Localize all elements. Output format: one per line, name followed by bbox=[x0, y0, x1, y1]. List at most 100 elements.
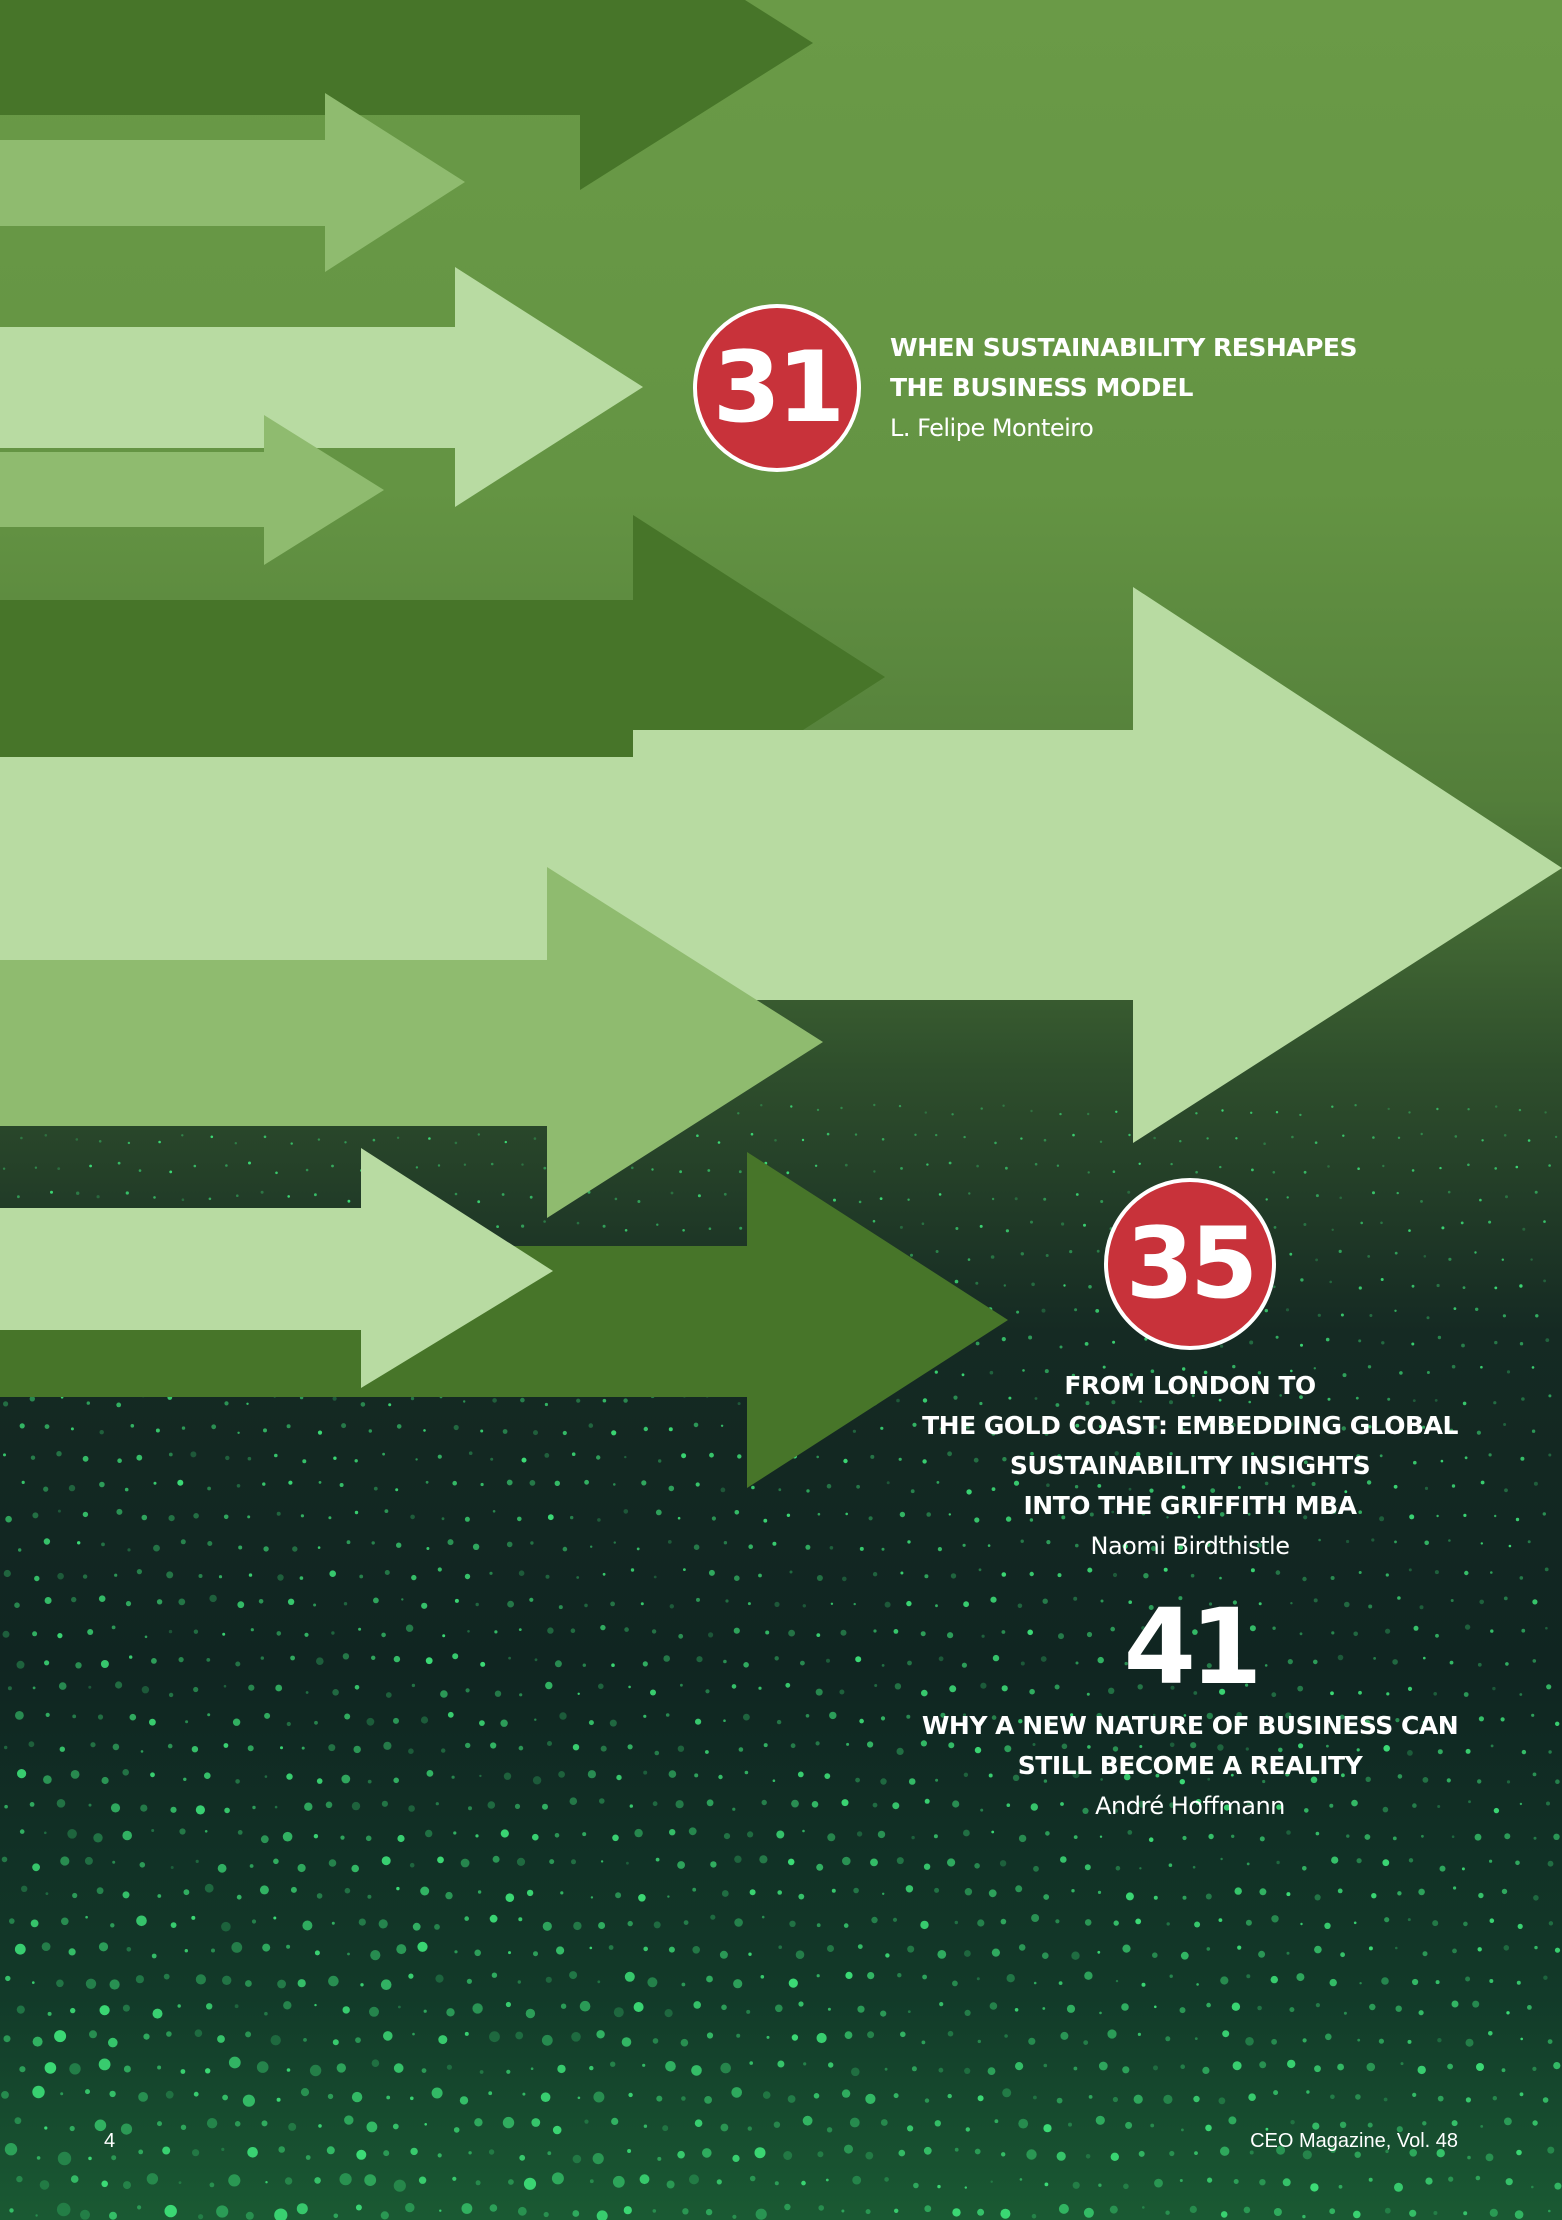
pattern-dot bbox=[1395, 1946, 1398, 1950]
pattern-dot bbox=[963, 1135, 966, 1139]
pattern-dot bbox=[934, 2120, 941, 2127]
contents-entry[interactable]: WHEN SUSTAINABILITY RESHAPES THE BUSINES… bbox=[890, 328, 1360, 448]
pattern-dot bbox=[299, 1576, 304, 1580]
pattern-dot bbox=[44, 2126, 48, 2130]
pattern-dot bbox=[1383, 2097, 1388, 2102]
pattern-dot bbox=[816, 1575, 823, 1581]
pattern-dot bbox=[602, 1572, 606, 1576]
pattern-dot bbox=[1265, 1198, 1268, 1201]
pattern-dot bbox=[1378, 2038, 1384, 2044]
pattern-dot bbox=[776, 1830, 785, 1839]
pattern-dot bbox=[1122, 1543, 1128, 1549]
pattern-dot bbox=[251, 1919, 257, 1924]
pattern-dot bbox=[1237, 1486, 1241, 1489]
pattern-dot bbox=[47, 2011, 52, 2016]
pattern-dot bbox=[368, 1429, 372, 1433]
pattern-dot bbox=[1045, 1831, 1050, 1836]
pattern-dot bbox=[1330, 1691, 1334, 1696]
pattern-dot bbox=[1330, 2147, 1336, 2153]
pattern-dot bbox=[1020, 1539, 1024, 1543]
pattern-dot bbox=[738, 1747, 744, 1752]
pattern-dot bbox=[1420, 1132, 1423, 1136]
pattern-dot bbox=[954, 1279, 959, 1284]
pattern-dot bbox=[1519, 1284, 1523, 1288]
pattern-dot bbox=[480, 1429, 484, 1433]
pattern-dot bbox=[737, 1402, 741, 1406]
pattern-dot bbox=[988, 1889, 997, 1898]
pattern-dot bbox=[465, 1742, 471, 1749]
pattern-dot bbox=[238, 1545, 243, 1550]
pattern-dot bbox=[817, 1512, 821, 1516]
pattern-dot bbox=[1547, 2039, 1553, 2044]
pattern-dot bbox=[1018, 1944, 1026, 1951]
pattern-dot bbox=[1055, 1403, 1060, 1407]
pattern-dot bbox=[245, 2031, 252, 2038]
pattern-dot bbox=[138, 2149, 144, 2155]
pattern-dot bbox=[1548, 1453, 1552, 1457]
pattern-dot bbox=[256, 2061, 269, 2073]
pattern-dot bbox=[44, 1424, 50, 1429]
pattern-dot bbox=[396, 1424, 402, 1429]
pattern-dot bbox=[265, 2181, 268, 2184]
pattern-dot bbox=[1044, 2182, 1049, 2187]
pattern-dot bbox=[1437, 1749, 1443, 1755]
pattern-dot bbox=[1150, 1369, 1155, 1373]
pattern-dot bbox=[939, 1427, 943, 1431]
pattern-dot bbox=[602, 1398, 607, 1403]
pattern-dot bbox=[547, 1627, 554, 1634]
pattern-dot bbox=[464, 1516, 470, 1522]
pattern-dot bbox=[610, 2061, 616, 2067]
pattern-dot bbox=[169, 1170, 173, 1174]
pattern-dot bbox=[480, 1661, 486, 1667]
pattern-dot bbox=[1326, 1744, 1329, 1748]
pattern-dot bbox=[1521, 1628, 1526, 1633]
pattern-dot bbox=[1420, 1200, 1423, 1203]
pattern-dot bbox=[14, 1602, 20, 1608]
pattern-dot bbox=[816, 1923, 821, 1928]
pattern-dot bbox=[1451, 1484, 1456, 1488]
pattern-dot bbox=[1179, 1140, 1182, 1143]
pattern-dot bbox=[463, 1163, 467, 1166]
pattern-dot bbox=[1082, 1807, 1089, 1814]
pattern-dot bbox=[1555, 1779, 1560, 1784]
pattern-dot bbox=[967, 1258, 971, 1261]
pattern-dot bbox=[3, 2035, 11, 2043]
pattern-dot bbox=[1503, 1945, 1510, 1951]
pattern-dot bbox=[1192, 1629, 1198, 1635]
pattern-dot bbox=[859, 1718, 864, 1724]
pattern-dot bbox=[69, 2063, 81, 2075]
pattern-dot bbox=[723, 1192, 727, 1196]
pattern-dot bbox=[816, 1455, 819, 1459]
pattern-dot bbox=[1286, 1830, 1291, 1835]
pattern-dot bbox=[98, 1595, 106, 1602]
contents-entry[interactable]: WHY A NEW NATURE OF BUSINESS CAN STILL B… bbox=[890, 1706, 1490, 1826]
pattern-dot bbox=[1014, 1197, 1018, 1201]
pattern-dot bbox=[643, 1714, 647, 1718]
pattern-dot bbox=[898, 2149, 906, 2157]
pattern-dot bbox=[465, 1688, 470, 1693]
pattern-dot bbox=[490, 1457, 494, 1461]
pattern-dot bbox=[43, 1775, 52, 1784]
pattern-dot bbox=[590, 1896, 594, 1899]
pattern-dot bbox=[963, 1829, 970, 1837]
contents-entry[interactable]: FROM LONDON TO THE GOLD COAST: EMBEDDING… bbox=[890, 1366, 1490, 1566]
pattern-dot bbox=[1096, 1249, 1100, 1253]
arrow-shape bbox=[0, 1152, 1008, 1488]
pattern-dot bbox=[1472, 2000, 1480, 2008]
pattern-dot bbox=[274, 1805, 278, 1809]
pattern-dot bbox=[1246, 1801, 1253, 1808]
pattern-dot bbox=[1111, 1510, 1115, 1514]
pattern-dot bbox=[784, 2203, 791, 2211]
pattern-dot bbox=[1357, 2038, 1361, 2042]
pattern-dot bbox=[1426, 1316, 1430, 1320]
pattern-dot bbox=[1407, 1686, 1413, 1691]
pattern-dot bbox=[332, 2039, 339, 2046]
pattern-dot bbox=[1074, 1308, 1078, 1312]
pattern-dot bbox=[1141, 1982, 1146, 1987]
pattern-dot bbox=[1418, 1888, 1425, 1896]
pattern-dot bbox=[975, 1281, 979, 1285]
pattern-dot bbox=[761, 1915, 765, 1919]
pattern-dot bbox=[731, 2087, 742, 2098]
pattern-dot bbox=[1449, 1428, 1454, 1433]
pattern-dot bbox=[1000, 2208, 1011, 2219]
